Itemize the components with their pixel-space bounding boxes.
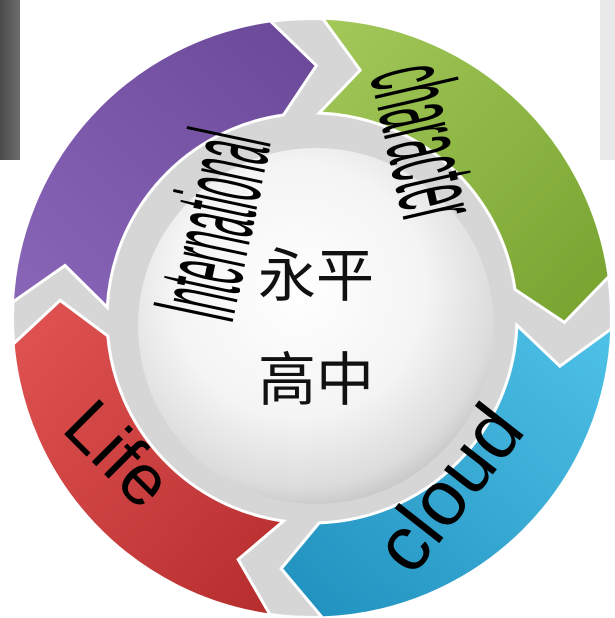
center-text-line1: 永平 [258,242,374,310]
corner-panel-left [0,0,20,160]
arrow-segment-purple [10,19,319,311]
corner-panel-right [600,0,615,160]
arrow-segment-green [315,16,611,325]
center-text-line2: 高中 [258,346,374,414]
center-disc [138,148,494,504]
arrow-segment-red [11,298,287,617]
